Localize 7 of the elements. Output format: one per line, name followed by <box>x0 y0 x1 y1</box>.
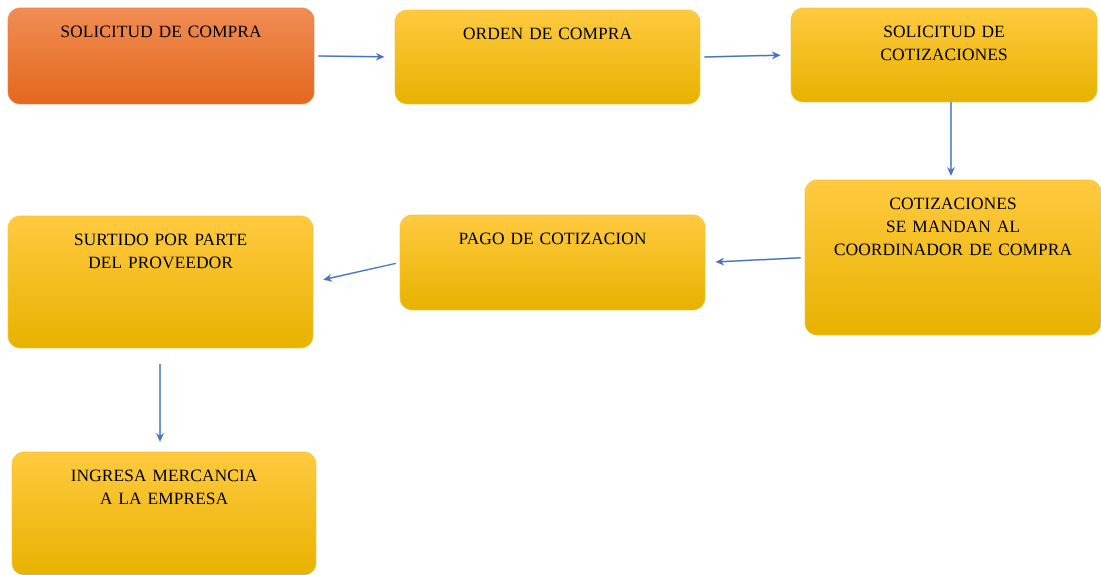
process-box: COTIZACIONES SE MANDAN AL COORDINADOR DE COMPRA <box>804 179 1101 336</box>
process-box: SURTIDO POR PARTE DEL PROVEEDOR <box>7 215 314 349</box>
process-box: SOLICITUD DE COMPRA <box>7 7 315 105</box>
process-box: SOLICITUD DE COTIZACIONES <box>790 7 1098 103</box>
process-box: PAGO DE COTIZACION <box>399 214 706 311</box>
process-box: INGRESA MERCANCIA A LA EMPRESA <box>11 451 317 575</box>
process-box: ORDEN DE COMPRA <box>394 9 701 105</box>
